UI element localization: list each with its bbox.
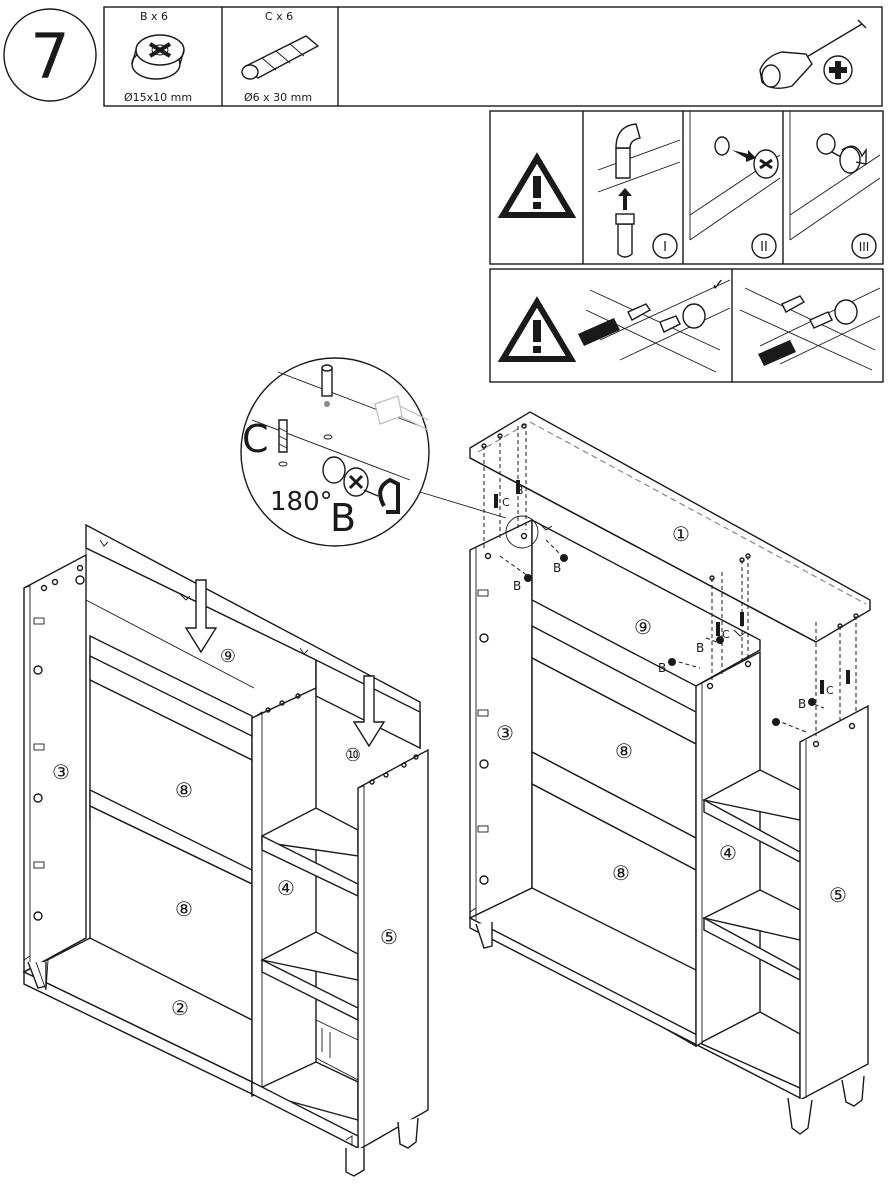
down-arrow-icon bbox=[184, 579, 218, 654]
detail-label-c: C bbox=[242, 417, 269, 461]
warning-triangle-icon bbox=[497, 152, 577, 218]
left-label-2: ② bbox=[171, 996, 189, 1020]
step-number: 7 bbox=[30, 20, 69, 93]
cam-step-2: II bbox=[689, 111, 781, 259]
part-c-label: C x 6 bbox=[265, 10, 293, 23]
fitting-label-b: B bbox=[658, 661, 666, 675]
left-label-5: ⑤ bbox=[380, 925, 398, 949]
left-assembly-diagram: ⑨ ⑧ ⑧ ③ ④ ⑤ ② ⑩ bbox=[22, 523, 429, 1177]
warning-panel-bolt-orientation: ✓ bbox=[489, 268, 884, 383]
parts-header: B x 6 Ø15x10 mm C x 6 Ø6 x 30 mm bbox=[103, 6, 883, 107]
right-panel-5 bbox=[799, 704, 869, 1102]
cam-step-2-label: II bbox=[760, 240, 768, 255]
right-panel-3 bbox=[469, 518, 533, 920]
right-label-8-upper: ⑧ bbox=[615, 739, 633, 763]
detail-label-b: B bbox=[330, 496, 356, 540]
fitting-guides bbox=[483, 424, 857, 736]
cam-step-1-label: I bbox=[663, 240, 667, 255]
fitting-label-b: B bbox=[696, 641, 704, 655]
cam-step-3: III bbox=[789, 111, 881, 259]
step-badge: 7 bbox=[3, 8, 97, 102]
warning-triangle-icon bbox=[497, 296, 577, 362]
bolt-incorrect-illustration bbox=[739, 287, 881, 371]
detail-bolt-icon bbox=[278, 419, 288, 467]
fitting-label-b: B bbox=[798, 697, 806, 711]
parts-header-frame bbox=[103, 6, 883, 107]
part-c-dims: Ø6 x 30 mm bbox=[244, 91, 312, 104]
fitting-label-c: C bbox=[722, 628, 730, 641]
right-label-4: ④ bbox=[719, 841, 737, 865]
right-label-9: ⑨ bbox=[634, 615, 652, 639]
left-label-9: ⑨ bbox=[220, 646, 236, 667]
left-label-4: ④ bbox=[277, 876, 295, 900]
right-panel-9 bbox=[531, 518, 761, 687]
detail-magnifier: C B 180° bbox=[240, 357, 507, 547]
left-label-10: ⑩ bbox=[345, 745, 361, 766]
fitting-label-b: B bbox=[513, 579, 521, 593]
part-c-cell: C x 6 Ø6 x 30 mm bbox=[241, 10, 320, 104]
left-panel-5 bbox=[357, 748, 429, 1152]
bolt-correct-illustration: ✓ bbox=[578, 275, 731, 373]
step-circle bbox=[3, 8, 97, 102]
right-label-8-lower: ⑧ bbox=[612, 861, 630, 885]
warning-panel-cam-steps: I II III bbox=[489, 110, 884, 265]
cam-lock-icon bbox=[131, 34, 185, 80]
detail-pin-icon bbox=[321, 364, 333, 440]
detail-rotation-label: 180° bbox=[270, 487, 333, 517]
fitting-label-c: B bbox=[516, 484, 524, 497]
part-b-dims: Ø15x10 mm bbox=[124, 91, 192, 104]
detail-cam-icon bbox=[322, 456, 400, 514]
right-label-5: ⑤ bbox=[829, 883, 847, 907]
cam-bolt-icon bbox=[241, 35, 320, 80]
right-label-1: ① bbox=[672, 522, 690, 546]
phillips-screwdriver-icon bbox=[759, 19, 867, 89]
down-arrow-icon bbox=[352, 675, 386, 748]
left-label-3: ③ bbox=[52, 760, 70, 784]
correct-check-mark: ✓ bbox=[711, 275, 724, 294]
part-b-label: B x 6 bbox=[140, 10, 168, 23]
fitting-label-c: C bbox=[826, 684, 834, 697]
cam-step-1: I bbox=[597, 123, 681, 259]
left-label-8-upper: ⑧ bbox=[175, 778, 193, 802]
right-label-3: ③ bbox=[496, 721, 514, 745]
fitting-label-c: C bbox=[502, 496, 510, 509]
cam-step-3-label: III bbox=[859, 240, 870, 254]
right-assembly-diagram: ① ⑨ ③ ⑧ ⑧ ④ ⑤ C C C B B B B B B bbox=[468, 411, 871, 1135]
part-b-cell: B x 6 Ø15x10 mm bbox=[124, 10, 192, 104]
fitting-label-b: B bbox=[553, 561, 561, 575]
left-label-8-lower: ⑧ bbox=[175, 897, 193, 921]
